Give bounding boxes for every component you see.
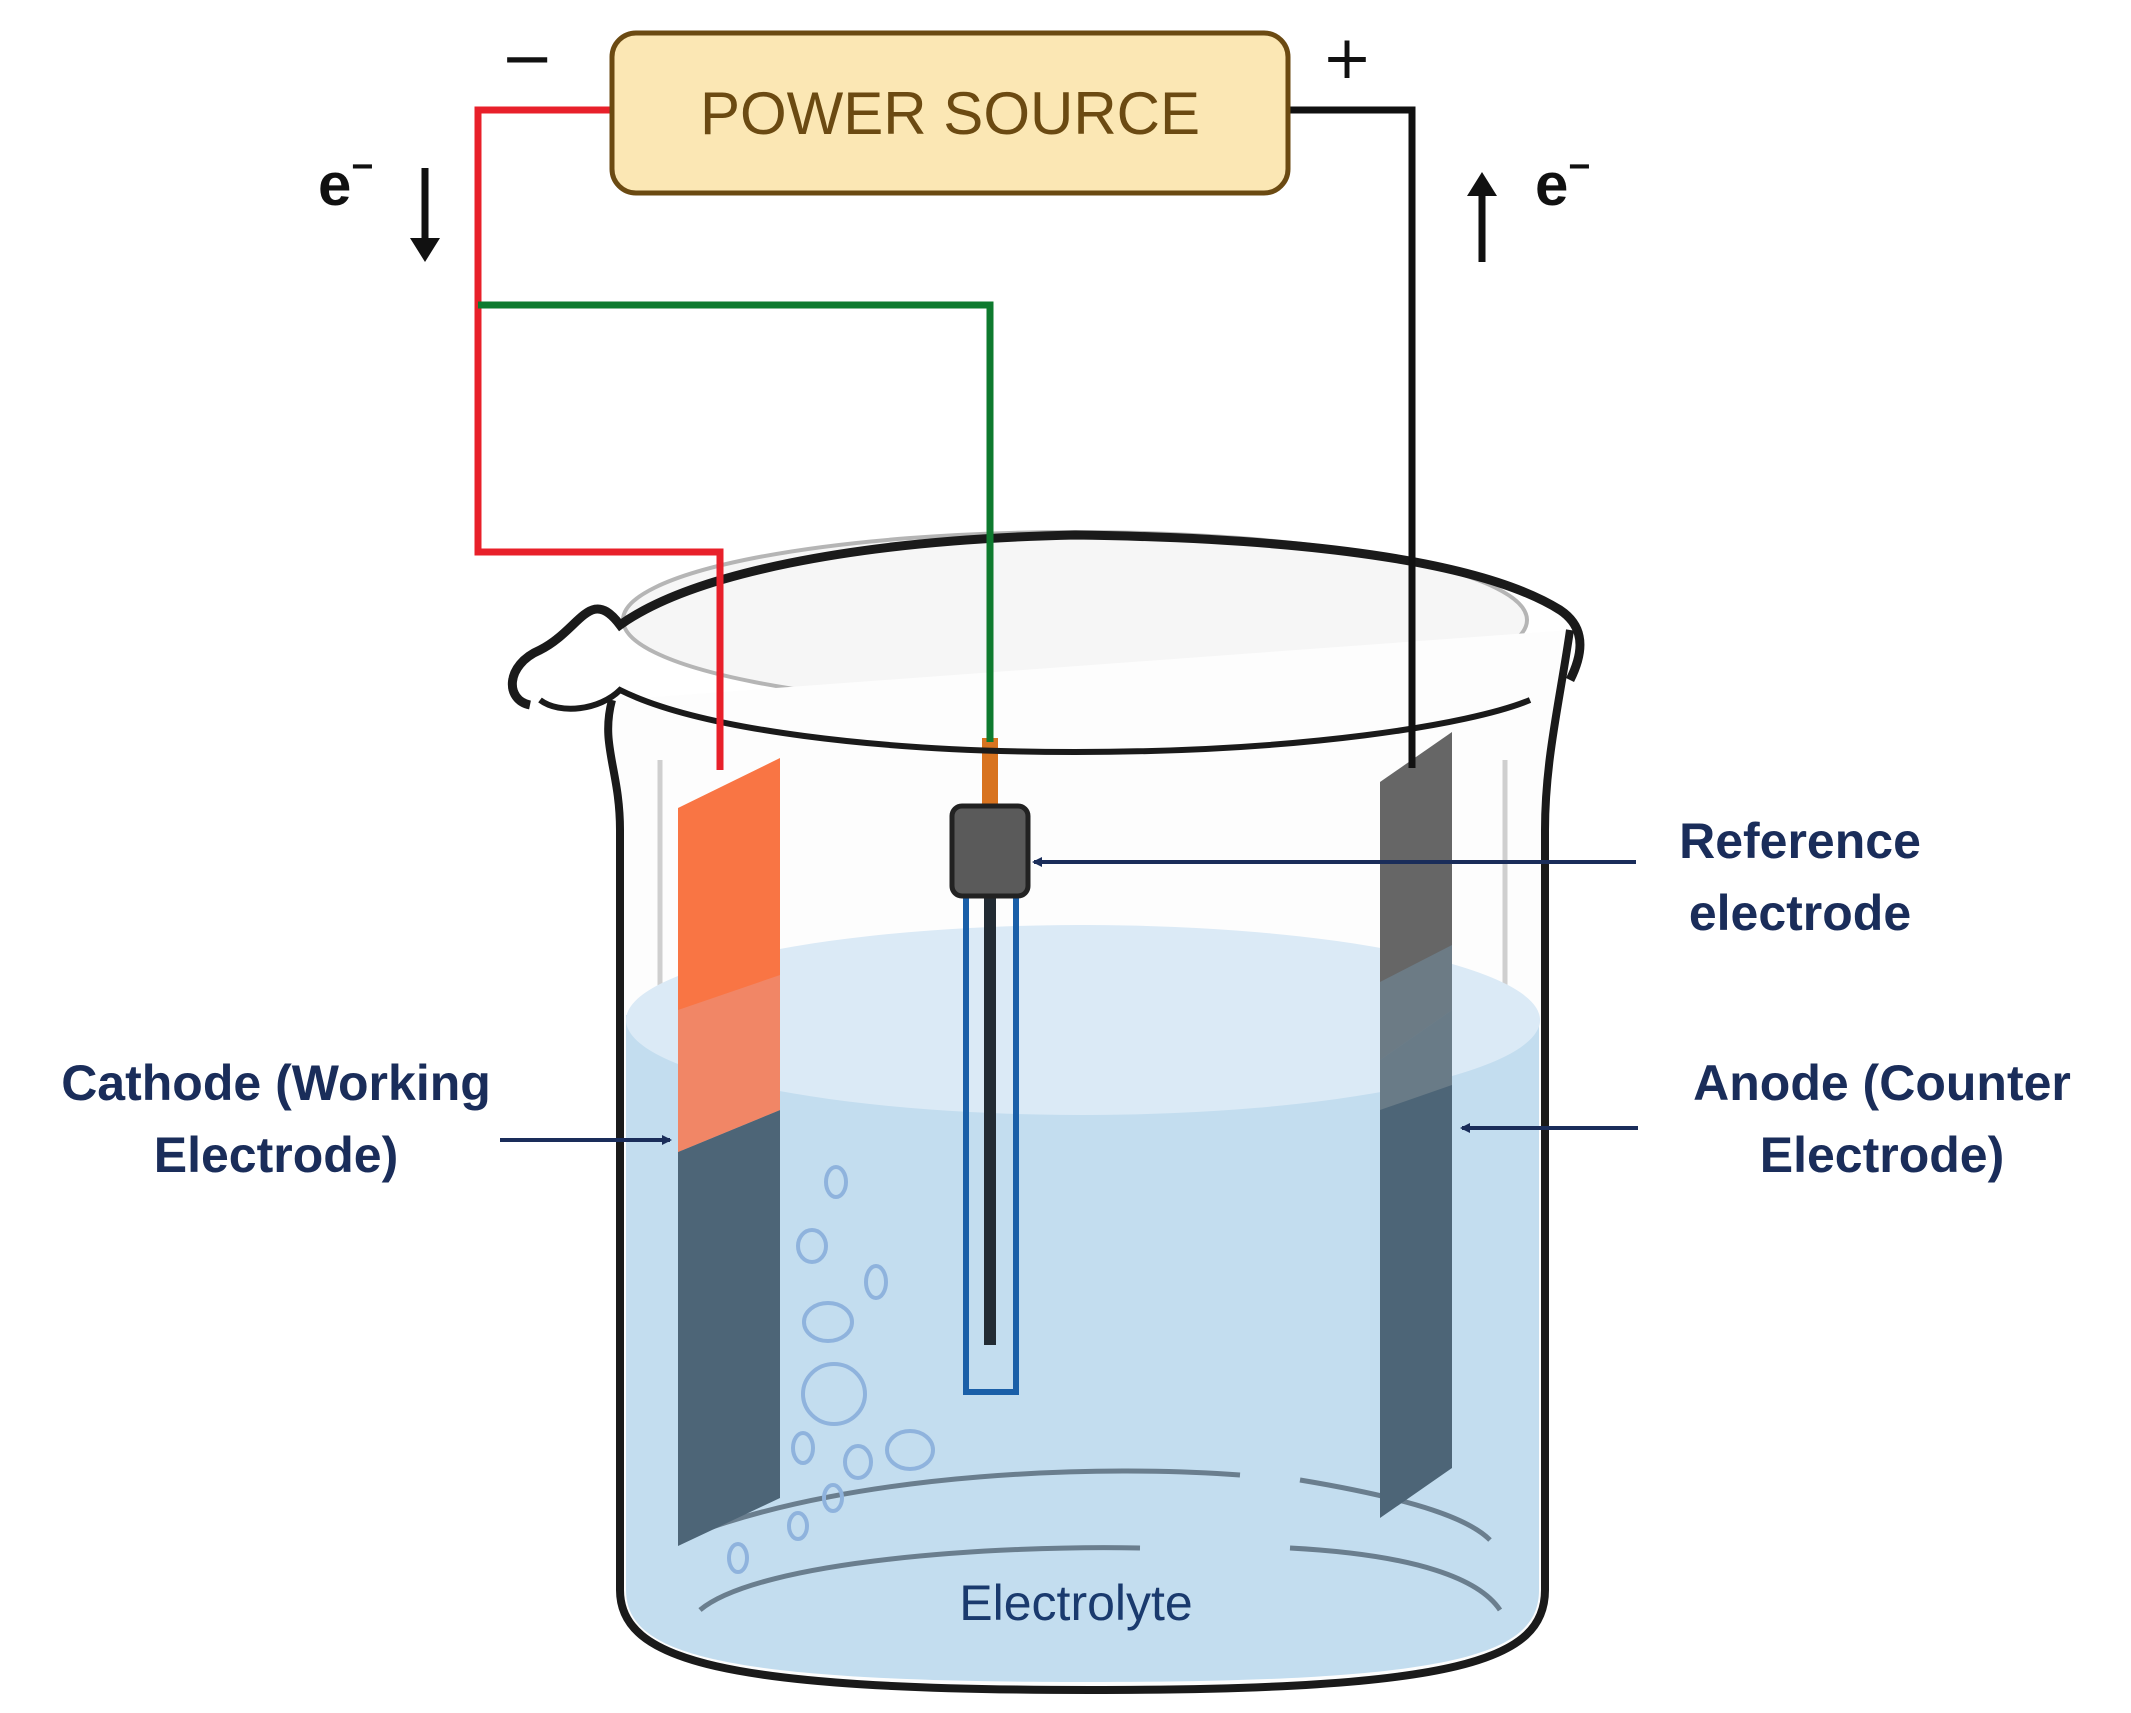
electrolyte-body: [626, 1015, 1539, 1682]
electron-charge-right: −: [1568, 146, 1590, 188]
electron-symbol-left: e: [318, 151, 351, 218]
electron-flow-left: e−: [318, 146, 440, 262]
cathode-label-line1: Cathode (Working: [61, 1055, 491, 1111]
electron-symbol-right: e: [1535, 151, 1568, 218]
circuit-wires: [474, 106, 1416, 770]
power-source-box: [609, 30, 1291, 196]
cathode-electrode: [678, 758, 780, 1546]
negative-terminal-sign: −: [500, 22, 554, 96]
power-source-label: POWER SOURCE: [700, 80, 1200, 147]
electrolyte-surface: [626, 925, 1540, 1115]
reference-wire: [478, 301, 994, 742]
svg-text:e−: e−: [318, 146, 374, 218]
reference-electrode-label-line2: electrode: [1689, 885, 1911, 941]
positive-terminal-sign: +: [1322, 23, 1372, 93]
anode-electrode: [1380, 732, 1452, 1518]
anode-label-line2: Electrode): [1760, 1127, 2005, 1183]
gas-bubbles: [727, 1165, 935, 1574]
cathode-wire: [474, 106, 724, 770]
electrolyte: [626, 925, 1540, 1682]
cathode-label-line2: Electrode): [154, 1127, 399, 1183]
beaker-rim: [508, 530, 1585, 756]
anode-wire: [1288, 106, 1416, 768]
reference-electrode-label-line1: Reference: [1679, 813, 1921, 869]
svg-text:e−: e−: [1535, 146, 1591, 218]
anode-label-line1: Anode (Counter: [1693, 1055, 2071, 1111]
electron-flow-right: e−: [1467, 146, 1591, 262]
electron-charge-left: −: [351, 146, 373, 188]
power-source: POWER SOURCE: [609, 30, 1291, 196]
reference-electrode-cap: [949, 803, 1031, 899]
reference-electrode: [949, 738, 1031, 1395]
electrolyte-label: Electrolyte: [959, 1575, 1192, 1631]
